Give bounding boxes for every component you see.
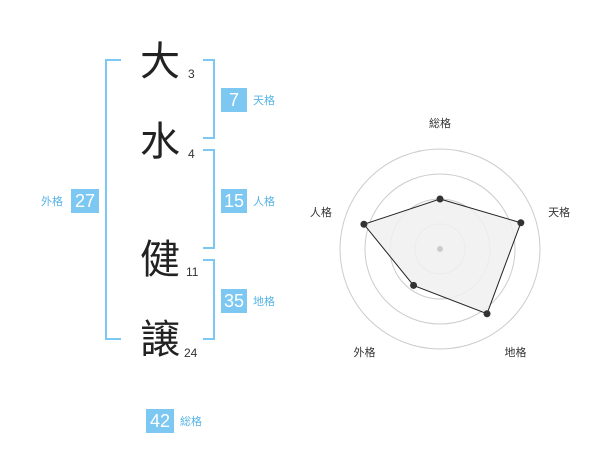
- radar-center-point: [437, 246, 443, 252]
- gaikaku-badge: 27: [71, 189, 99, 213]
- radar-point-5: [360, 220, 368, 228]
- soukaku-label: 総格: [180, 415, 202, 428]
- stroke-count-2: 4: [188, 147, 195, 161]
- name-char-1: 大: [140, 39, 180, 85]
- radar-grid-ring: [339, 148, 541, 350]
- name-char-4: 譲: [140, 317, 180, 363]
- soukaku-badge: 42: [146, 409, 174, 433]
- stroke-count-4: 24: [184, 346, 198, 360]
- radar-point-1: [436, 195, 444, 203]
- chikaku-label: 地格: [253, 295, 275, 308]
- jinkaku-badge: 15: [221, 189, 247, 213]
- jinkaku-label: 人格: [253, 195, 275, 208]
- radar-axis-label-2: 天格: [548, 205, 570, 219]
- radar-data-polygon: [363, 198, 522, 315]
- stroke-count-3: 11: [186, 265, 199, 279]
- radar-point-2: [517, 219, 525, 227]
- tenkaku-badge: 7: [221, 88, 247, 112]
- name-char-2: 水: [140, 119, 180, 165]
- radar-point-3: [483, 310, 491, 318]
- jinkaku-bracket: [203, 149, 215, 249]
- chikaku-badge: 35: [221, 289, 247, 313]
- radar-axis-label-5: 人格: [310, 205, 332, 219]
- radar-axis-label-3: 地格: [505, 345, 527, 359]
- radar-axis-label-1: 総格: [429, 116, 451, 130]
- radar-point-4: [410, 281, 418, 289]
- name-char-3: 健: [140, 237, 180, 283]
- radar-grid-ring: [364, 173, 516, 325]
- tenkaku-label: 天格: [253, 94, 275, 107]
- stroke-count-1: 3: [188, 67, 195, 81]
- tenkaku-bracket: [203, 59, 215, 139]
- radar-axis-label-4: 外格: [353, 345, 375, 359]
- chikaku-bracket: [203, 259, 215, 340]
- gaikaku-bracket: [105, 59, 121, 340]
- gaikaku-label: 外格: [41, 195, 63, 208]
